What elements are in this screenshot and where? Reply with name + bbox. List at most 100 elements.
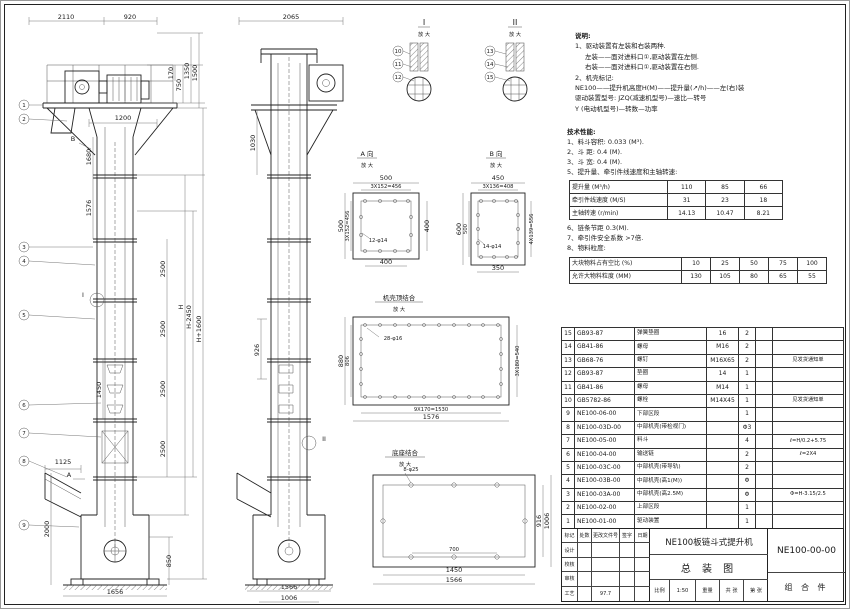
table-cell: 2: [561, 501, 575, 516]
dim-label: 500: [463, 224, 469, 234]
table-cell: Φ=H-3.15/2.5: [772, 487, 844, 503]
table-cell: 螺钉: [634, 353, 707, 369]
table-cell: 料斗: [634, 434, 707, 449]
dim-label: 850: [165, 555, 173, 567]
dim-label: 1680: [85, 149, 93, 166]
detail-ii-view: II 放 大 13 14 15: [484, 18, 528, 102]
table-cell: 13: [561, 353, 575, 369]
role-cell: [592, 543, 620, 557]
table-cell: 大块物料占有空比 (%): [569, 256, 682, 271]
table-cell: GB5782-86: [574, 393, 635, 409]
table-cell: 中部机壳(带导轨): [634, 460, 707, 476]
dim-label: 3X136=408: [482, 184, 513, 190]
scale-label: 比例: [650, 580, 670, 601]
title-block-right: NE100-00-00 组 合 件: [768, 529, 845, 601]
table-cell: 14: [561, 340, 575, 355]
table-cell: 1: [738, 407, 756, 422]
sheets-label: 共 张: [720, 580, 744, 601]
spec-line: 7、牵引件安全系数 >7倍.: [567, 234, 644, 243]
table-cell: [755, 474, 773, 489]
balloon-9: 9: [18, 519, 80, 531]
balloon-4: 4: [18, 255, 96, 267]
spec-line: 8、物料粒度:: [567, 244, 606, 253]
svg-text:3: 3: [22, 245, 26, 251]
table-cell: [772, 460, 844, 476]
table-cell: [706, 447, 739, 462]
table-cell: 50: [739, 256, 769, 271]
table-cell: [772, 380, 844, 395]
table-cell: 螺母: [634, 380, 707, 395]
table-cell: 18: [743, 193, 784, 208]
dim-label: 2110: [58, 13, 75, 21]
svg-text:13: 13: [487, 49, 494, 55]
engineering-drawing: 2110 920 170 750 1350 1500 1200 1680 157…: [18, 13, 552, 603]
dim-label: 1200: [115, 114, 132, 122]
note-line: NE100——提升机高度H(M)——提升量(↗/h)——左(右)装: [575, 83, 745, 92]
detail-subtitle: 放 大: [509, 30, 521, 38]
table-cell: NE100-03D-00: [574, 420, 635, 436]
dim-label: 1030: [249, 135, 257, 152]
dim-label: 806: [345, 356, 351, 366]
table-cell: 85: [705, 180, 745, 195]
notes-lines: 1、驱动装置有左装和右装两种.左装——面对进料口①,驱动装置在左侧.右装——面对…: [575, 41, 843, 114]
table-cell: 主轴转速 (r/min): [569, 206, 668, 221]
role-cell: [635, 558, 650, 571]
scale-value: 1:50: [670, 580, 696, 601]
section-mark-b: B: [71, 135, 75, 143]
spec-lines: 1、料斗容积: 0.033 (M³).2、斗 距: 0.4 (M).3、斗 宽:…: [567, 137, 843, 177]
table-cell: [706, 460, 739, 476]
role-cell: [592, 557, 620, 572]
dim-label: 926: [253, 344, 261, 356]
table-cell: [772, 340, 844, 355]
detail-i-callout: I: [82, 291, 84, 299]
dim-label: 916: [535, 515, 543, 527]
dim-label: H+1600: [195, 316, 203, 343]
role-cell: [635, 587, 650, 601]
table-cell: 弹簧垫圈: [634, 326, 707, 342]
table-cell: 25: [710, 256, 740, 271]
detail-title: B 向: [489, 149, 502, 158]
table-cell: 2: [738, 326, 756, 342]
table-cell: 上部区段: [634, 501, 707, 516]
role-cell: [620, 572, 635, 586]
table-cell: [706, 420, 739, 436]
table-cell: 3: [561, 487, 575, 503]
detail-subtitle: 放 大: [418, 30, 430, 38]
table-cell: 1: [738, 514, 756, 529]
sheet-frame: 2110 920 170 750 1350 1500 1200 1680 157…: [4, 4, 846, 605]
detail-ii-callout-circle: [301, 435, 317, 451]
table-cell: [706, 487, 739, 503]
role-label: 设计: [562, 543, 578, 557]
balloon-3: 3: [18, 241, 93, 253]
dim-label: 500: [380, 174, 392, 182]
hole-callout: 8-φ25: [403, 467, 418, 473]
table-cell: [755, 326, 773, 342]
dim-label: 3X152=456: [370, 184, 401, 190]
table-cell: 15: [561, 326, 575, 342]
table-cell: NE100-02-00: [574, 501, 635, 516]
detail-title: II: [513, 18, 518, 27]
sheet-no-label: 第 张: [749, 588, 763, 594]
dim-label: 1125: [55, 458, 72, 466]
svg-text:12: 12: [395, 75, 402, 81]
balloon-7: 7: [18, 427, 102, 439]
table-cell: 允许大物料粒度 (MM): [569, 269, 682, 284]
table-cell: 10: [561, 393, 575, 409]
balloon-15: 15: [484, 71, 511, 83]
table-cell: [755, 420, 773, 436]
balloon-11: 11: [392, 58, 413, 70]
table-cell: NE100-03C-00: [574, 460, 635, 476]
role-row: 工艺 97.7: [562, 586, 650, 601]
role-row: 审核: [562, 572, 650, 587]
balloon-8: 8: [18, 455, 68, 478]
table-cell: [755, 407, 773, 422]
balloon-6: 6: [18, 399, 102, 411]
table-cell: [772, 367, 844, 382]
